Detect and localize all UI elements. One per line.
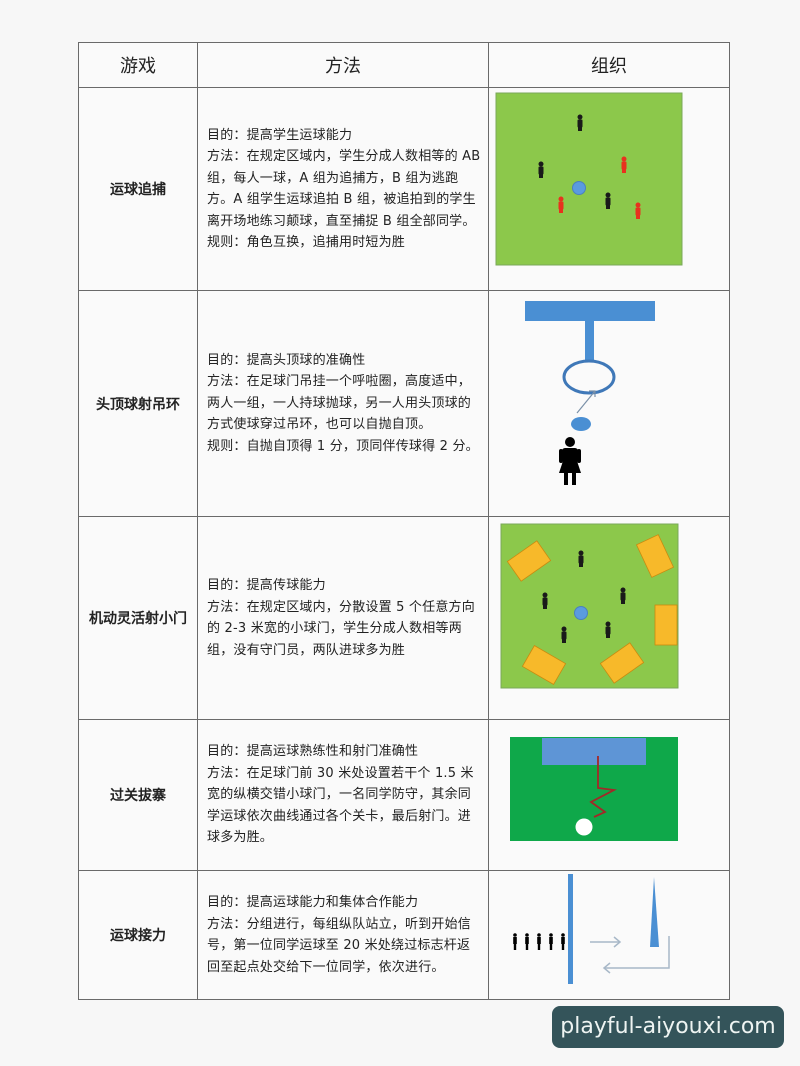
method-text: 目的：提高头顶球的准确性 方法：在足球门吊挂一个呼啦圈，高度适中，两人一组，一人… <box>197 290 489 517</box>
hoop-header-diagram <box>525 301 655 485</box>
player-icon <box>513 933 565 950</box>
watermark-badge: playful-aiyouxi.com <box>552 1006 784 1048</box>
table-header-row: 游戏 方法 组织 <box>78 42 730 88</box>
organization-diagram-cell <box>488 719 730 871</box>
game-name: 运球追捕 <box>78 87 198 291</box>
ball-icon <box>572 181 586 195</box>
organization-diagram-cell <box>488 870 730 1000</box>
header-method: 方法 <box>197 42 489 88</box>
return-arrow-icon <box>602 936 670 974</box>
player-icon <box>538 114 611 209</box>
method-text: 目的：提高学生运球能力 方法：在规定区域内，学生分成人数相等的 AB 组，每人一… <box>197 87 489 291</box>
organization-diagram-cell <box>488 290 730 517</box>
organization-diagram-cell <box>488 87 730 291</box>
trajectory-arrow <box>576 390 596 414</box>
marker-pole-icon <box>650 877 659 947</box>
header-game: 游戏 <box>78 42 198 88</box>
organization-diagram-cell <box>488 516 730 720</box>
method-text: 目的：提高运球熟练性和射门准确性 方法：在足球门前 30 米处设置若干个 1.5… <box>197 719 489 871</box>
method-text: 目的：提高运球能力和集体合作能力 方法：分组进行，每组纵队站立，听到开始信号，第… <box>197 870 489 1000</box>
crossbar-icon <box>525 301 655 321</box>
purpose-line: 目的：提高学生运球能力 <box>207 127 353 143</box>
red-player-icon <box>558 156 641 219</box>
goal-icon <box>542 738 646 765</box>
dribble-goal-diagram <box>510 737 678 841</box>
small-goal-icon <box>506 534 678 685</box>
rule-line: 规则：角色互换，追捕用时短为胜 <box>207 235 406 250</box>
table-row: 运球接力 目的：提高运球能力和集体合作能力 方法：分组进行，每组纵队站立，听到开… <box>78 870 730 1000</box>
small-goals-diagram <box>500 523 679 689</box>
table-row: 机动灵活射小门 目的：提高传球能力 方法：在规定区域内，分散设置 5 个任意方向… <box>78 516 730 720</box>
ball-icon <box>574 606 588 620</box>
purpose-line: 目的：提高运球熟练性和射门准确性 <box>207 744 419 760</box>
chase-field-diagram <box>495 92 683 266</box>
person-icon <box>559 437 581 485</box>
ball-icon <box>571 417 591 431</box>
hoop-icon <box>562 359 616 395</box>
ball-icon <box>575 818 593 836</box>
table-row: 运球追捕 目的：提高学生运球能力 方法：在规定区域内，学生分成人数相等的 AB … <box>78 87 730 291</box>
forward-arrow-icon <box>590 936 622 948</box>
table-row: 过关拔寨 目的：提高运球熟练性和射门准确性 方法：在足球门前 30 米处设置若干… <box>78 719 730 871</box>
document-table: 游戏 方法 组织 运球追捕 目的：提高学生运球能力 方法：在规定区域内，学生分成… <box>78 42 730 1000</box>
game-name: 头顶球射吊环 <box>78 290 198 517</box>
relay-diagram <box>513 874 670 984</box>
method-line: 方法：分组进行，每组纵队站立，听到开始信号，第一位同学运球至 20 米处绕过标志… <box>207 916 472 975</box>
method-line: 方法：在规定区域内，分散设置 5 个任意方向的 2-3 米宽的小球门，学生分成人… <box>207 599 475 658</box>
purpose-line: 目的：提高传球能力 <box>207 578 326 593</box>
method-line: 方法：在规定区域内，学生分成人数相等的 AB 组，每人一球，A 组为追捕方，B … <box>207 149 481 229</box>
purpose-line: 目的：提高头顶球的准确性 <box>207 352 366 368</box>
start-line <box>568 874 573 984</box>
method-line: 方法：在足球门前 30 米处设置若干个 1.5 米宽的纵横交错小球门，一名同学防… <box>207 765 474 846</box>
game-name: 机动灵活射小门 <box>78 516 198 720</box>
player-icon <box>542 550 626 643</box>
table-row: 头顶球射吊环 目的：提高头顶球的准确性 方法：在足球门吊挂一个呼啦圈，高度适中，… <box>78 290 730 517</box>
rule-line: 规则：自抛自顶得 1 分，顶同伴传球得 2 分。 <box>207 438 479 454</box>
method-text: 目的：提高传球能力 方法：在规定区域内，分散设置 5 个任意方向的 2-3 米宽… <box>197 516 489 720</box>
purpose-line: 目的：提高运球能力和集体合作能力 <box>207 895 419 910</box>
dribble-path <box>589 756 617 818</box>
game-name: 运球接力 <box>78 870 198 1000</box>
game-name: 过关拔寨 <box>78 719 198 871</box>
header-organization: 组织 <box>488 42 730 88</box>
method-line: 方法：在足球门吊挂一个呼啦圈，高度适中，两人一组，一人持球抛球，另一人用头顶球的… <box>207 374 472 433</box>
